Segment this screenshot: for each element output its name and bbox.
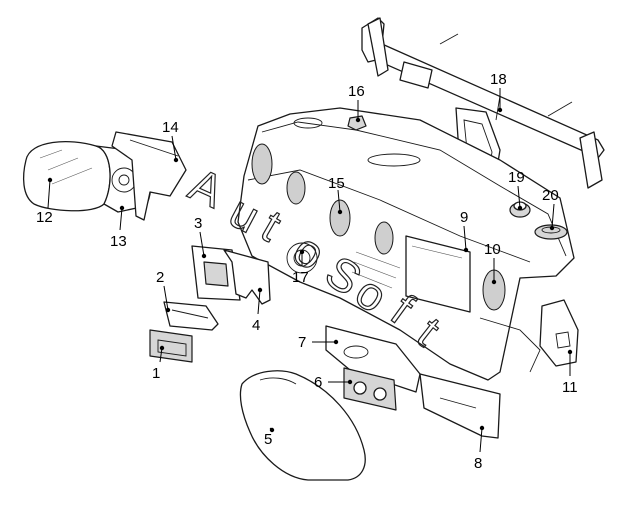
knee-panel xyxy=(239,370,366,481)
callout-18: 18 xyxy=(490,71,507,88)
callout-1: 1 xyxy=(152,365,160,382)
callout-17: 17 xyxy=(292,269,309,286)
callout-11: 11 xyxy=(562,379,578,396)
callout-15: 15 xyxy=(328,175,345,192)
callout-13: 13 xyxy=(110,233,127,250)
callout-10: 10 xyxy=(484,241,501,258)
side-end-cap xyxy=(539,299,579,367)
cluster-glass xyxy=(22,141,111,212)
callout-20: 20 xyxy=(542,187,559,204)
callout-7: 7 xyxy=(298,334,306,351)
callout-5: 5 xyxy=(264,431,272,448)
callout-6: 6 xyxy=(314,374,322,391)
callout-4: 4 xyxy=(252,317,260,334)
dash-clip xyxy=(347,115,367,131)
callout-12: 12 xyxy=(36,209,53,226)
leader-lines xyxy=(47,88,573,453)
callout-2: 2 xyxy=(156,269,164,286)
cluster-hood xyxy=(111,131,187,221)
callout-14: 14 xyxy=(162,119,179,136)
callout-3: 3 xyxy=(194,215,202,232)
callout-8: 8 xyxy=(474,455,482,472)
glovebox-lid xyxy=(419,373,501,439)
callout-16: 16 xyxy=(348,83,365,100)
instrument-panel-body xyxy=(237,107,575,381)
callout-9: 9 xyxy=(460,209,468,226)
center-panel xyxy=(325,325,421,393)
control-unit xyxy=(343,367,397,411)
watermark-letter-1: A xyxy=(182,158,231,218)
switch-bezel xyxy=(191,245,241,301)
callout-numbers: 1 2 3 4 5 6 7 8 9 10 11 12 13 14 15 16 1… xyxy=(36,71,578,472)
lower-switch xyxy=(149,329,193,363)
switch-panel xyxy=(163,301,219,331)
callout-19: 19 xyxy=(508,169,525,186)
